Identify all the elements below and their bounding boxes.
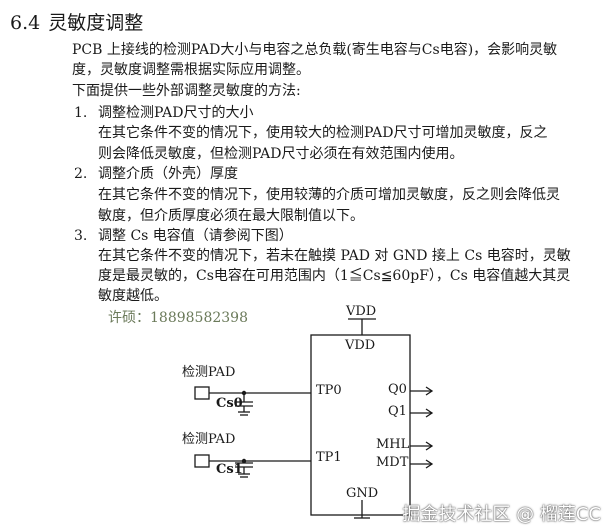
item-3-line-3: 敏度越低。 <box>98 288 168 304</box>
item-3-line-1: 在其它条件不变的情况下，若未在触摸 PAD 对 GND 接上 Cs 电容时，灵敏 <box>98 248 571 264</box>
item-3-number: 3. <box>74 228 88 244</box>
item-2-title: 调整介质（外壳）厚度 <box>98 166 238 182</box>
q0-label: Q0 <box>388 382 407 397</box>
item-1-title: 调整检测PAD尺寸的大小 <box>98 105 254 121</box>
mdt-label: MDT <box>376 455 409 470</box>
site-watermark: 掘金技术社区 @ 榴莲CC <box>402 504 601 525</box>
intro-line-3: 下面提供一些外部调整灵敏度的方法: <box>72 83 301 99</box>
mhl-arrow-icon <box>425 441 434 451</box>
ic-box <box>310 334 411 516</box>
section-heading: 6.4 灵敏度调整 <box>10 8 143 35</box>
gnd-label: GND <box>346 486 379 501</box>
pad1-label: 检测PAD <box>182 365 236 380</box>
contact-text: 许硕：18898582398 <box>108 310 248 326</box>
junction-dot-2 <box>241 458 247 464</box>
intro-line-1: PCB 上接线的检测PAD大小与电容之总负载(寄生电容与Cs电容)，会影响灵敏 <box>72 42 558 58</box>
q0-arrow-icon <box>425 386 434 396</box>
mdt-arrow-icon <box>425 459 434 469</box>
item-2-line-2: 敏度，但介质厚度必须在最大限制值以下。 <box>98 208 364 224</box>
pad2-label: 检测PAD <box>182 432 236 447</box>
item-3-title: 调整 Cs 电容值（请参阅下图） <box>98 228 293 244</box>
item-1-line-1: 在其它条件不变的情况下，使用较大的检测PAD尺寸可增加灵敏度，反之 <box>98 125 548 141</box>
q1-arrow-icon <box>425 408 434 418</box>
vdd-top-label: VDD <box>346 304 377 319</box>
tp0-label: TP0 <box>316 383 342 398</box>
item-2-line-1: 在其它条件不变的情况下，使用较薄的介质可增加灵敏度，反之则会降低灵 <box>98 187 560 203</box>
tp1-label: TP1 <box>316 450 342 465</box>
pad2-square <box>194 454 210 468</box>
section-number: 6.4 <box>10 12 41 34</box>
item-1-number: 1. <box>74 105 88 121</box>
item-1-line-2: 则会降低灵敏度，但检测PAD尺寸必须在有效范围内使用。 <box>98 146 464 162</box>
section-title: 灵敏度调整 <box>48 12 144 34</box>
q1-label: Q1 <box>388 404 407 419</box>
mhl-label: MHL <box>376 437 410 452</box>
cs1-label: Cs1 <box>216 462 243 477</box>
pad1-square <box>194 386 210 400</box>
vdd-pin-label: VDD <box>345 338 376 353</box>
cs0-label: Cs0 <box>216 396 243 411</box>
item-2-number: 2. <box>74 166 88 182</box>
junction-dot-1 <box>241 390 247 396</box>
intro-line-2: 度，灵敏度调整需根据实际应用调整。 <box>72 62 310 78</box>
item-3-line-2: 度是最灵敏的，Cs电容在可用范围内（1≦Cs≦60pF），Cs 电容值越大其灵 <box>98 268 571 284</box>
